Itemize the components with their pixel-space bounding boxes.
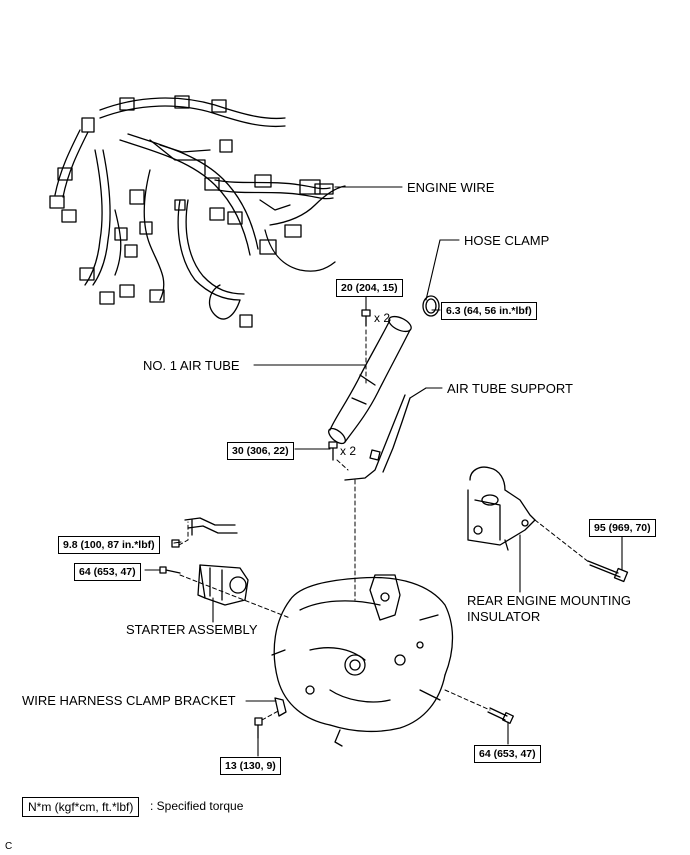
torque-starter-nut: 9.8 (100, 87 in.*lbf) (58, 536, 160, 554)
starter-assembly (197, 564, 249, 606)
label-hose-clamp: HOSE CLAMP (464, 233, 550, 248)
starter-wire (184, 517, 238, 536)
multiplier-lower-bolt: x 2 (340, 444, 357, 458)
torque-clamp-bracket-bolt: 13 (130, 9) (220, 757, 281, 775)
air-tube-support-bolt (328, 441, 338, 461)
torque-starter-bolt: 64 (653, 47) (74, 563, 141, 581)
torque-transaxle-bolt: 64 (653, 47) (474, 745, 541, 763)
label-rear-engine-mounting-insulator: REAR ENGINE MOUNTING (467, 593, 631, 608)
legend-unit-box: N*m (kgf*cm, ft.*lbf) (22, 797, 140, 817)
multiplier-upper-bolt: x 2 (374, 311, 391, 325)
label-starter-assembly: STARTER ASSEMBLY (126, 622, 258, 637)
rear-engine-mounting-insulator (467, 466, 536, 551)
clamp-bracket-bolt (254, 717, 263, 739)
assembly-guide-lines (178, 329, 591, 721)
transaxle-bolt (487, 707, 514, 724)
label-no1-air-tube: NO. 1 AIR TUBE (143, 358, 240, 373)
transaxle-assembly (271, 574, 454, 747)
label-engine-wire: ENGINE WIRE (407, 180, 495, 195)
torque-rear-mount-bolt: 95 (969, 70) (589, 519, 656, 537)
torque-hose-clamp: 6.3 (64, 56 in.*lbf) (441, 302, 537, 320)
label-wire-harness-clamp-bracket: WIRE HARNESS CLAMP BRACKET (22, 693, 236, 708)
air-tube-support-bracket (344, 394, 411, 481)
legend-description: : Specified torque (150, 799, 244, 813)
hose-clamp (422, 295, 440, 317)
starter-nut (171, 539, 180, 548)
engine-wire-harness (49, 95, 346, 328)
starter-bolt (159, 566, 181, 574)
label-air-tube-support: AIR TUBE SUPPORT (447, 381, 573, 396)
air-tube-bolt-upper (361, 309, 371, 327)
no1-air-tube (328, 315, 412, 445)
wire-harness-clamp-bracket (274, 697, 287, 717)
rear-mount-bolt (587, 560, 629, 583)
torque-air-tube-upper-bolt: 20 (204, 15) (336, 279, 403, 297)
leader-lines (144, 186, 623, 757)
label-insulator: INSULATOR (467, 609, 541, 624)
torque-air-tube-support-bolt: 30 (306, 22) (227, 442, 294, 460)
corner-code: C (5, 841, 13, 852)
